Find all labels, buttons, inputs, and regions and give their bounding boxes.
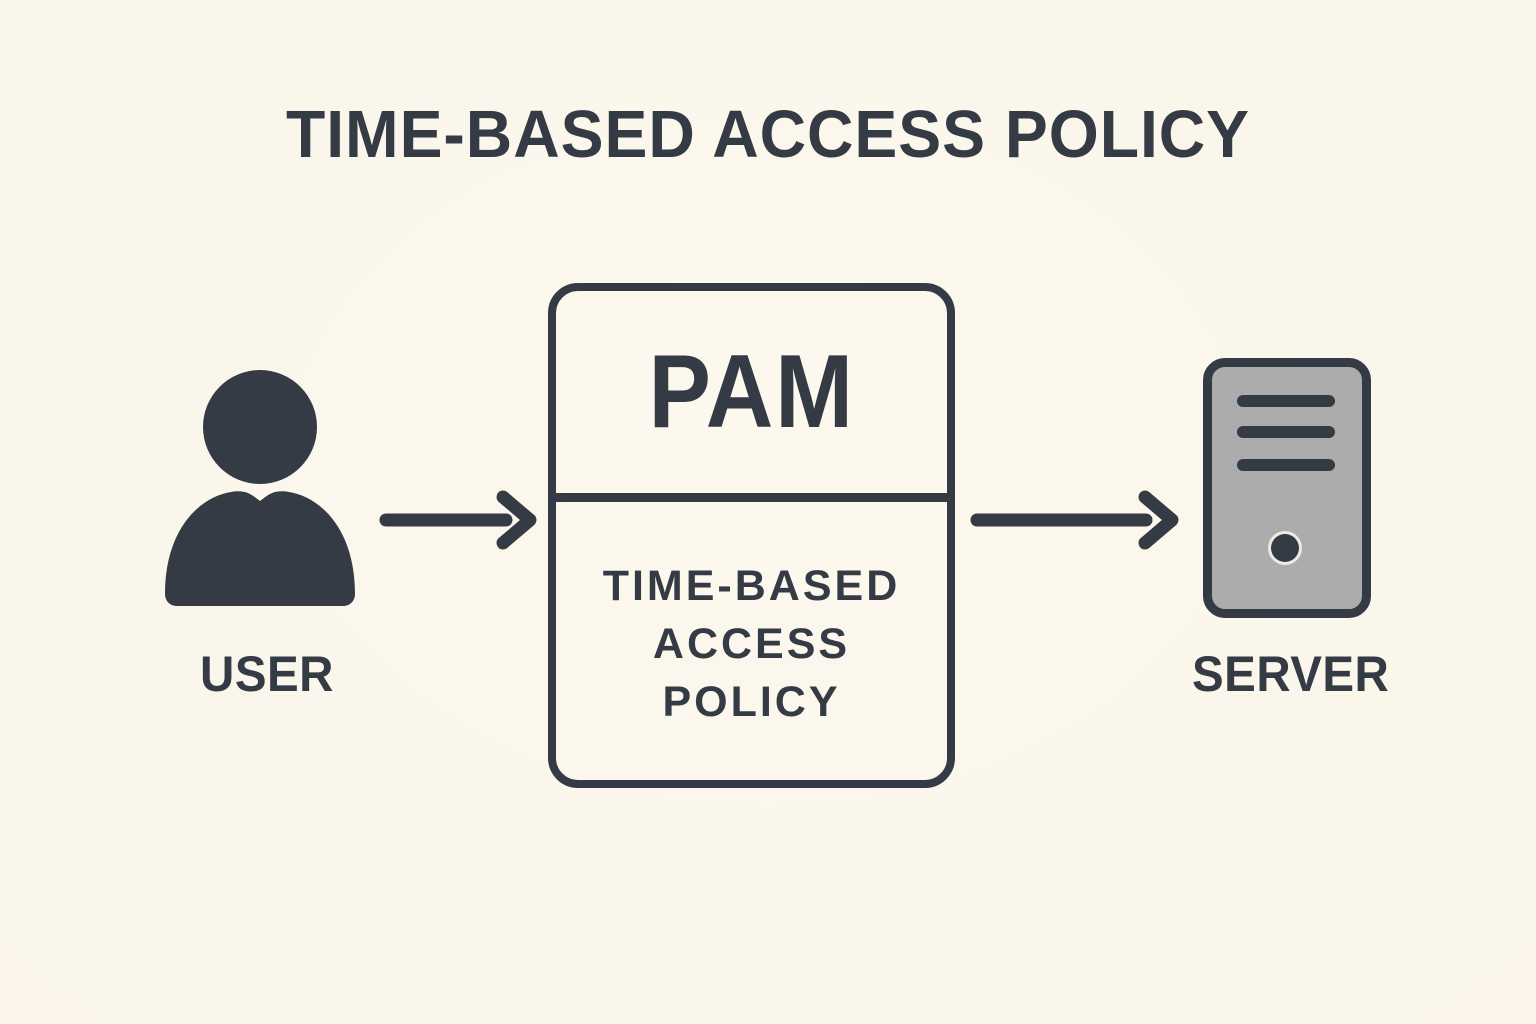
pam-policy-line: POLICY	[662, 678, 841, 726]
user-label: USER	[200, 646, 334, 702]
server-icon	[1203, 358, 1371, 618]
server-power-dot	[1271, 534, 1299, 562]
pam-policy-section: TIME-BASED ACCESS POLICY	[556, 502, 947, 780]
server-label: SERVER	[1192, 646, 1390, 702]
user-icon	[165, 370, 355, 606]
arrow-user-to-pam-icon	[379, 490, 537, 550]
arrow-pam-to-server-icon	[970, 490, 1179, 550]
pam-title: PAM	[648, 334, 855, 450]
pam-divider	[556, 493, 947, 502]
server-vent-bar	[1237, 426, 1335, 438]
pam-policy-line: TIME-BASED	[602, 562, 901, 610]
pam-node: PAM TIME-BASED ACCESS POLICY	[548, 283, 955, 788]
server-vent-bar	[1237, 459, 1335, 471]
server-vent-bar	[1237, 395, 1335, 407]
diagram-title: TIME-BASED ACCESS POLICY	[285, 97, 1251, 172]
pam-header: PAM	[556, 291, 947, 493]
pam-policy-line: ACCESS	[652, 620, 851, 668]
